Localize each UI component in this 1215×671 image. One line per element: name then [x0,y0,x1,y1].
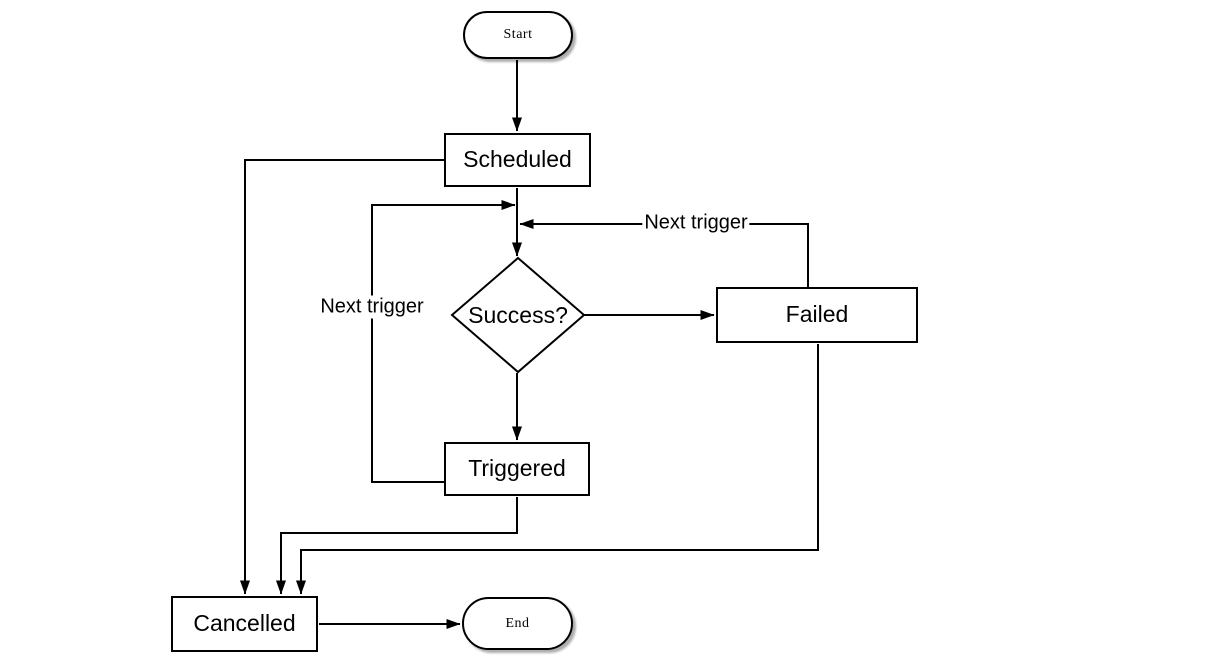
node-triggered: Triggered [444,442,590,496]
node-scheduled: Scheduled [444,133,591,187]
edge-label-next-trigger-right: Next trigger [642,211,750,235]
decision-diamond-shape [450,256,586,374]
node-start: Start [463,11,573,59]
edge-triggered-to-cancelled [276,497,518,595]
edge-failed-to-success-loop [519,219,809,287]
node-cancelled: Cancelled [171,596,318,652]
edge-label-next-trigger-left: Next trigger [318,295,426,319]
node-failed-label: Failed [785,301,849,328]
node-cancelled-label: Cancelled [193,610,296,637]
node-failed: Failed [716,287,918,343]
edge-failed-to-cancelled [296,344,819,595]
node-end: End [462,597,573,650]
node-triggered-label: Triggered [468,455,566,482]
edge-triggered-to-success-loop [371,200,516,483]
node-start-label: Start [503,27,533,43]
edge-scheduled-to-cancelled [240,159,444,595]
node-end-label: End [505,615,530,631]
node-scheduled-label: Scheduled [463,146,572,173]
